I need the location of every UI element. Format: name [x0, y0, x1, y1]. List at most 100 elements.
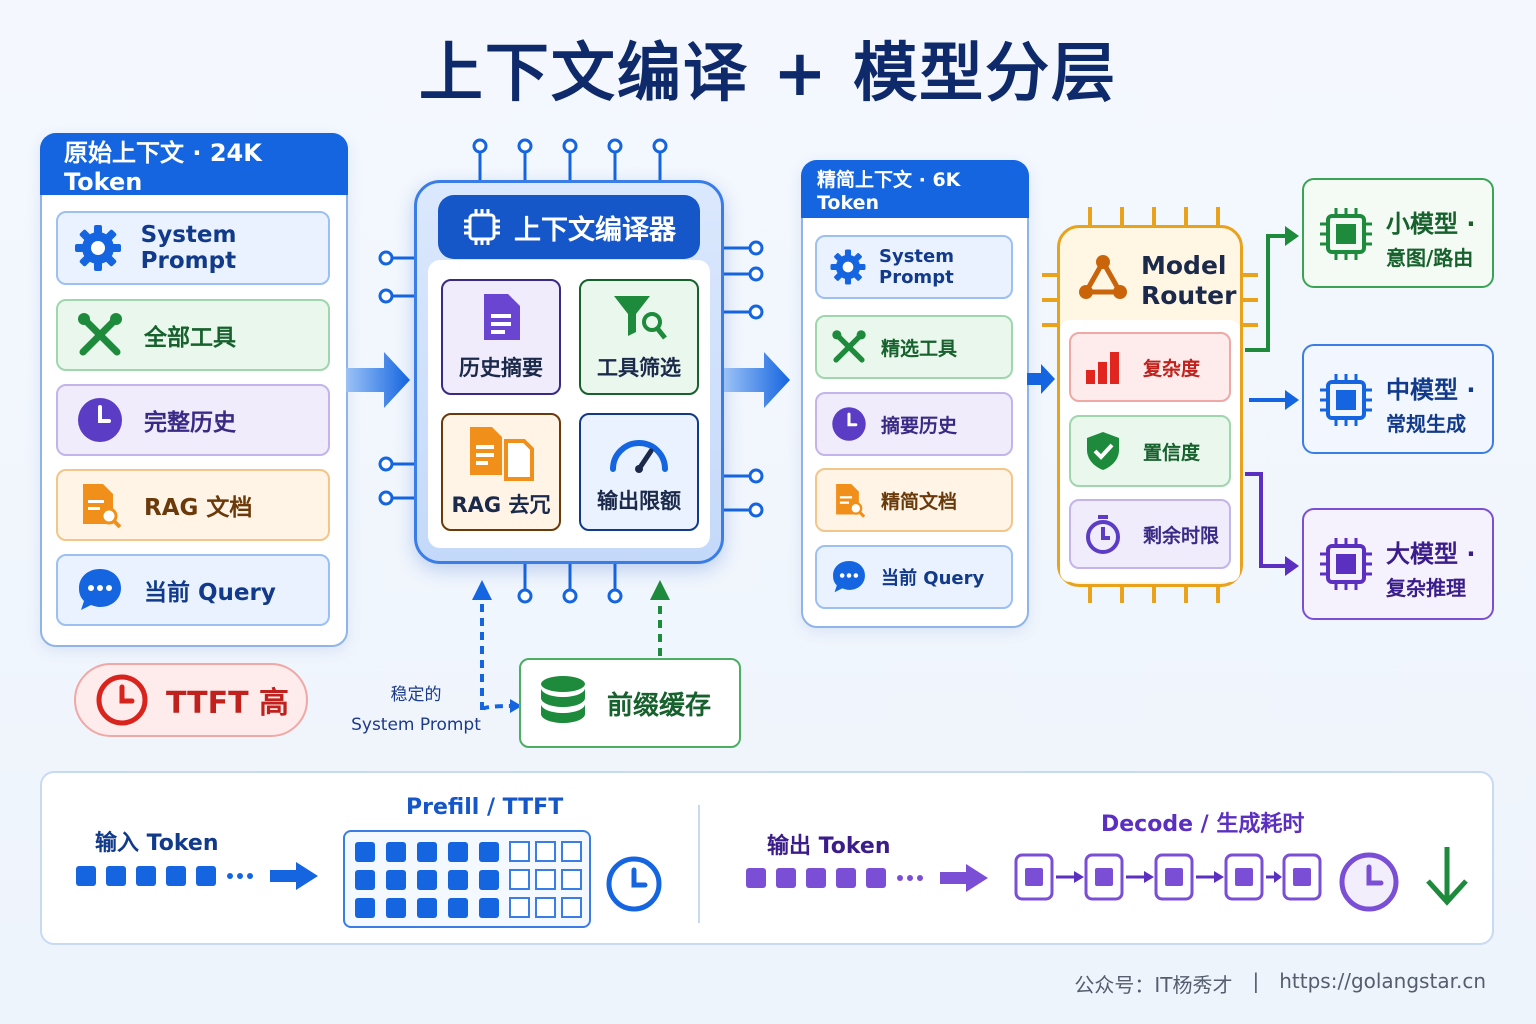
down-arrow-icon [1426, 847, 1468, 906]
compiler-cell-label: RAG 去冗 [451, 493, 551, 517]
prefill-label: Prefill [406, 795, 480, 820]
clock-icon [829, 404, 869, 444]
decode-heading: Decode / 生成耗时 [1101, 812, 1305, 837]
original-context-header: 原始上下文 · 24K Token [40, 133, 348, 196]
document-search-icon [829, 480, 869, 520]
refined-item-label: 精选工具 [881, 337, 958, 360]
gear-icon [72, 220, 125, 276]
gear-icon [829, 247, 867, 287]
router-title-line2: Router [1141, 281, 1237, 310]
bottom-divider [698, 805, 700, 923]
input-token-row [76, 862, 318, 890]
medium-model-desc: 常规生成 [1386, 412, 1466, 436]
cache-note-line1: 稳定的 [390, 685, 442, 705]
compiler-cell-output-limit: 输出限额 [579, 413, 699, 531]
decode-label: Decode [1101, 812, 1194, 837]
compiler-cell-history-summary: 历史摘要 [441, 279, 561, 395]
decode-token-chain [1014, 853, 1322, 901]
router-factor-confidence: 置信度 [1069, 415, 1231, 487]
prefix-cache-label: 前缀缓存 [607, 690, 712, 721]
document-icon [484, 294, 520, 340]
large-model-name: 大模型 · [1386, 540, 1476, 568]
compiler-title: 上下文编译器 [514, 214, 676, 246]
router-title: Model Router [1141, 251, 1236, 311]
prefill-clock-icon [606, 856, 662, 912]
output-token-label: 输出 Token [767, 834, 891, 859]
gauge-icon [610, 440, 668, 473]
small-model-name: 小模型 · [1386, 210, 1476, 238]
medium-model-box: 中模型 · 常规生成 [1302, 344, 1494, 454]
arrow-to-refined [724, 352, 790, 408]
refined-item-label: System Prompt [879, 246, 954, 288]
bar-chart-icon [1083, 347, 1123, 387]
router-factor-label: 复杂度 [1143, 357, 1201, 380]
footer: 公众号：IT杨秀才 | https://golangstar.cn [1074, 969, 1486, 998]
refined-item-system-prompt: System Prompt [815, 235, 1013, 299]
refined-item-current-query: 当前 Query [815, 545, 1013, 609]
chip-icon [1320, 208, 1372, 260]
refined-item-label: 精简文档 [881, 490, 958, 513]
clock-icon [72, 392, 128, 448]
compiler-cell-label: 历史摘要 [459, 356, 543, 380]
footer-separator: | [1252, 969, 1260, 993]
original-item-full-history: 完整历史 [56, 384, 330, 456]
router-factor-label: 剩余时限 [1143, 524, 1220, 547]
original-item-rag-docs: RAG 文档 [56, 469, 330, 541]
original-item-label: 全部工具 [144, 325, 236, 351]
original-item-label: System Prompt [140, 222, 237, 274]
router-factor-time-left: 剩余时限 [1069, 499, 1231, 569]
prefix-cache-box: 前缀缓存 [519, 658, 741, 748]
compiler-cell-rag-dedup: RAG 去冗 [441, 413, 561, 531]
ttft-warning-label: TTFT 高 [166, 686, 290, 721]
ttft-warning-badge: TTFT 高 [74, 663, 308, 737]
decode-clock-icon [1339, 852, 1399, 912]
footer-account: 公众号：IT杨秀才 [1074, 973, 1233, 997]
decode-sub: 生成耗时 [1216, 812, 1305, 837]
input-token-label: 输入 Token [95, 831, 219, 856]
medium-model-name: 中模型 · [1386, 376, 1476, 404]
alarm-clock-icon [94, 672, 150, 728]
compiler-cell-tool-filter: 工具筛选 [579, 279, 699, 395]
original-item-current-query: 当前 Query [56, 554, 330, 626]
tools-icon [829, 327, 869, 367]
arrow-to-router [1027, 364, 1055, 394]
compiler-cell-label: 输出限额 [597, 489, 681, 513]
chip-icon [1320, 374, 1372, 426]
refined-item-label: 摘要历史 [881, 414, 958, 437]
database-icon [535, 675, 591, 731]
large-model-box: 大模型 · 复杂推理 [1302, 508, 1494, 620]
small-model-desc: 意图/路由 [1386, 246, 1474, 270]
filter-tool-icon [614, 296, 667, 340]
original-item-system-prompt: System Prompt [56, 211, 330, 285]
original-item-label: 当前 Query [144, 580, 276, 606]
router-factor-label: 置信度 [1143, 441, 1201, 464]
arrow-to-compiler [346, 352, 410, 408]
prefill-grid [343, 830, 591, 928]
stopwatch-icon [1083, 514, 1123, 554]
large-model-desc: 复杂推理 [1386, 576, 1466, 600]
refined-context-header: 精简上下文 · 6K Token [801, 160, 1029, 218]
router-factor-complexity: 复杂度 [1069, 332, 1231, 402]
footer-url[interactable]: https://golangstar.cn [1279, 969, 1486, 993]
cache-note-line2: System Prompt [351, 715, 481, 735]
router-title-line1: Model [1141, 251, 1227, 280]
compiler-title-bar: 上下文编译器 [438, 195, 700, 259]
page-title: 上下文编译 + 模型分层 [418, 37, 1118, 111]
cache-note: 稳定的 System Prompt [346, 680, 486, 740]
refined-item-selected-tools: 精选工具 [815, 315, 1013, 379]
chat-bubble-icon [72, 562, 128, 618]
router-network-icon [1079, 255, 1127, 299]
refined-item-summary-history: 摘要历史 [815, 392, 1013, 456]
router-pins [1042, 207, 1258, 603]
refined-item-refined-docs: 精简文档 [815, 468, 1013, 532]
chat-bubble-icon [829, 557, 869, 597]
prefill-heading: Prefill / TTFT [406, 795, 564, 820]
router-to-models-arrows [1245, 226, 1299, 576]
original-item-label: 完整历史 [144, 410, 236, 436]
original-item-label: RAG 文档 [144, 495, 253, 521]
files-icon [470, 427, 534, 481]
shield-check-icon [1083, 431, 1123, 471]
prefill-sub: TTFT [502, 795, 564, 820]
tools-icon [72, 307, 128, 363]
chip-icon [464, 209, 500, 245]
